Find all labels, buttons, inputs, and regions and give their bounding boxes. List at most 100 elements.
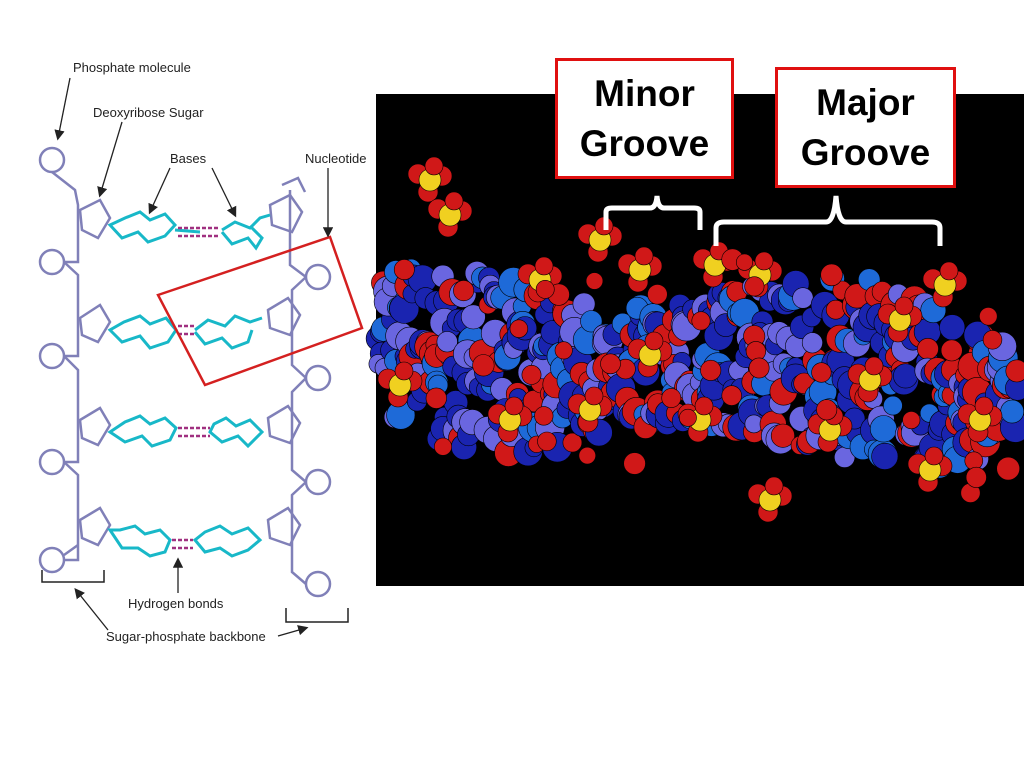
- phosphate-circle: [38, 248, 66, 276]
- ladder-diagram: Phosphate molecule Deoxyribose Sugar Bas…: [38, 60, 366, 644]
- atom-cluster: [365, 156, 1024, 523]
- atom: [894, 296, 914, 316]
- major-groove-bracket: [713, 195, 943, 246]
- atom: [433, 437, 452, 456]
- atom: [436, 331, 458, 353]
- atom: [691, 311, 711, 331]
- callout-arrows: [54, 77, 334, 637]
- atom: [600, 353, 621, 375]
- atom: [585, 272, 604, 290]
- atom: [811, 362, 832, 383]
- atom: [770, 423, 795, 448]
- atom: [748, 357, 770, 379]
- atom: [394, 361, 414, 381]
- label-bases: Bases: [170, 151, 207, 166]
- major-groove-line2: Groove: [800, 131, 931, 173]
- atom: [964, 451, 984, 471]
- phosphate-circle: [38, 546, 66, 574]
- atom: [535, 279, 555, 299]
- atom: [580, 310, 603, 333]
- atom: [744, 276, 765, 297]
- atom: [974, 396, 994, 416]
- atom: [694, 396, 714, 416]
- phosphate-circle: [38, 448, 66, 476]
- atom: [393, 259, 415, 281]
- atom: [735, 253, 753, 271]
- label-phosphate: Phosphate molecule: [73, 60, 191, 75]
- major-groove-line1: Major: [816, 81, 915, 123]
- nucleotide-highlight-box: [156, 235, 364, 387]
- atom: [534, 256, 554, 276]
- phosphate-circle: [38, 146, 66, 174]
- minor-groove-line1: Minor: [594, 72, 695, 114]
- atom: [869, 415, 898, 443]
- atom: [578, 446, 596, 465]
- atom: [721, 385, 742, 406]
- minor-groove-bracket: [603, 195, 703, 230]
- atom: [979, 307, 998, 326]
- phosphate-circle: [304, 364, 332, 392]
- atom: [982, 330, 1003, 350]
- atom: [939, 261, 959, 281]
- atom: [562, 432, 583, 453]
- label-deoxyribose-sugar: Deoxyribose Sugar: [93, 105, 204, 120]
- atom: [792, 287, 814, 309]
- major-groove-label: Major Groove: [775, 67, 956, 188]
- atom: [521, 364, 542, 385]
- phosphate-circle: [304, 468, 332, 496]
- phosphate-circle: [304, 263, 332, 291]
- label-hydrogen-bonds: Hydrogen bonds: [128, 596, 224, 611]
- atom: [534, 406, 554, 426]
- atom: [700, 359, 722, 381]
- atom: [996, 456, 1021, 481]
- atom: [444, 191, 464, 211]
- phosphate-circle: [304, 570, 332, 598]
- atom: [924, 446, 944, 466]
- atom: [661, 388, 682, 408]
- left-backbone-bracket: [41, 570, 105, 583]
- atom: [623, 452, 646, 475]
- minor-groove-label: Minor Groove: [555, 58, 734, 179]
- atom: [537, 431, 557, 452]
- hydrogen-bond-lines: [172, 226, 220, 550]
- atom: [1000, 399, 1024, 424]
- phosphate-circle: [38, 342, 66, 370]
- atom: [509, 319, 529, 338]
- atom: [504, 396, 524, 416]
- minor-groove-line2: Groove: [579, 122, 710, 164]
- atom: [965, 466, 987, 488]
- space-filling-model: [365, 94, 1024, 586]
- label-nucleotide: Nucleotide: [305, 151, 366, 166]
- atom: [453, 280, 475, 302]
- atom: [634, 246, 654, 266]
- atom: [647, 284, 668, 305]
- atom: [940, 339, 963, 362]
- label-sugar-phosphate-backbone: Sugar-phosphate backbone: [106, 629, 266, 644]
- atom: [864, 356, 884, 376]
- atom: [554, 341, 573, 360]
- base-pairs: [107, 210, 271, 558]
- atom: [644, 331, 664, 351]
- atom: [883, 395, 903, 416]
- atom: [764, 476, 784, 496]
- atom: [893, 363, 919, 389]
- left-backbone: [38, 146, 112, 574]
- atom: [754, 251, 774, 271]
- atom: [820, 263, 843, 287]
- right-backbone: [266, 176, 332, 598]
- atom: [584, 386, 604, 406]
- atom: [1005, 359, 1024, 383]
- atom: [801, 332, 823, 354]
- atom: [816, 399, 838, 421]
- atom: [902, 411, 921, 430]
- atom: [917, 337, 939, 360]
- atom: [472, 354, 495, 377]
- atom: [745, 341, 767, 362]
- atom: [679, 408, 697, 427]
- atom: [424, 156, 444, 176]
- atom: [460, 304, 486, 330]
- atom: [871, 442, 899, 470]
- atom: [425, 387, 447, 409]
- atom: [939, 314, 966, 341]
